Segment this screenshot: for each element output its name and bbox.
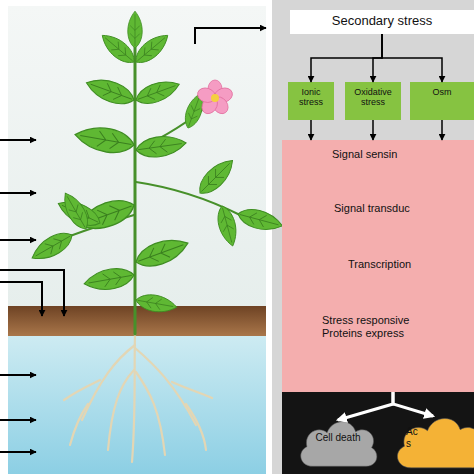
node-text: Signal sensin [332,148,462,161]
roots [64,334,212,462]
flow-arrow [441,120,443,140]
cloud-outline [392,410,474,472]
leaves [28,11,285,315]
node-text: Osm [412,87,472,97]
node-text: Stress responsive Proteins express [322,314,432,339]
panel-frame [0,0,266,474]
node-text: Transcription [348,258,468,271]
stress-box: Oxidative stress [345,82,401,120]
node-text: Oxidative stress [347,87,399,108]
flow-arrow [310,120,312,140]
outcome-cloud: Ac s [392,410,474,472]
flower [196,80,235,117]
node-text: Ionic stress [290,87,332,108]
flow-arrow [311,34,382,82]
heading-box: Secondary stress [290,10,474,34]
signalling-box: Signal sensinSignal transducTranscriptio… [282,140,474,392]
stress-box: Osm [410,82,474,120]
stress-arrows [0,28,266,452]
stress-box: Ionic stress [288,82,334,120]
sky [8,6,266,312]
outcome-cloud: Cell death [296,414,380,470]
node-text: Ac s [406,426,424,449]
soil [8,306,266,336]
flow-arrow [372,120,374,140]
stem [70,45,240,334]
flow-arrow [338,392,393,420]
node-text: Signal transduc [334,202,464,215]
water [8,336,266,474]
flow-arrow [373,34,382,82]
gray-panel [272,0,474,474]
node-text: Secondary stress [290,14,474,29]
flow-arrow [382,34,442,82]
flow-arrow [393,392,433,416]
node-text: Cell death [302,432,374,444]
